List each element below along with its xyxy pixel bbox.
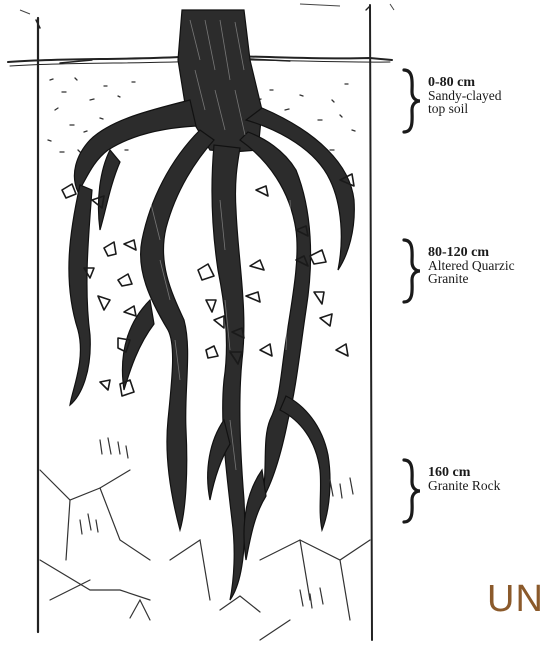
layer-description-line: Granite Rock bbox=[428, 479, 500, 492]
layer-label-granite-rock: 160 cm Granite Rock bbox=[428, 456, 500, 492]
layer-description-line: Granite bbox=[428, 272, 515, 285]
root-right bbox=[240, 132, 311, 500]
curly-brace-icon bbox=[398, 236, 428, 306]
layer-annotation-topsoil: 0-80 cm Sandy-clayed top soil bbox=[398, 66, 501, 136]
root-system bbox=[69, 10, 354, 600]
root-center bbox=[212, 145, 245, 600]
layer-annotation-altered-granite: 80-120 cm Altered Quarzic Granite bbox=[398, 236, 515, 306]
layer-label-topsoil: 0-80 cm Sandy-clayed top soil bbox=[428, 66, 501, 115]
brand-logo-text: UN bbox=[487, 578, 544, 621]
curly-brace-icon bbox=[398, 456, 428, 526]
layer-description-line: top soil bbox=[428, 102, 501, 115]
layer-label-altered-granite: 80-120 cm Altered Quarzic Granite bbox=[428, 236, 515, 285]
curly-brace-icon bbox=[398, 66, 428, 136]
layer-annotation-granite-rock: 160 cm Granite Rock bbox=[398, 456, 500, 526]
root-left-inner bbox=[141, 130, 214, 530]
trunk bbox=[178, 10, 262, 152]
